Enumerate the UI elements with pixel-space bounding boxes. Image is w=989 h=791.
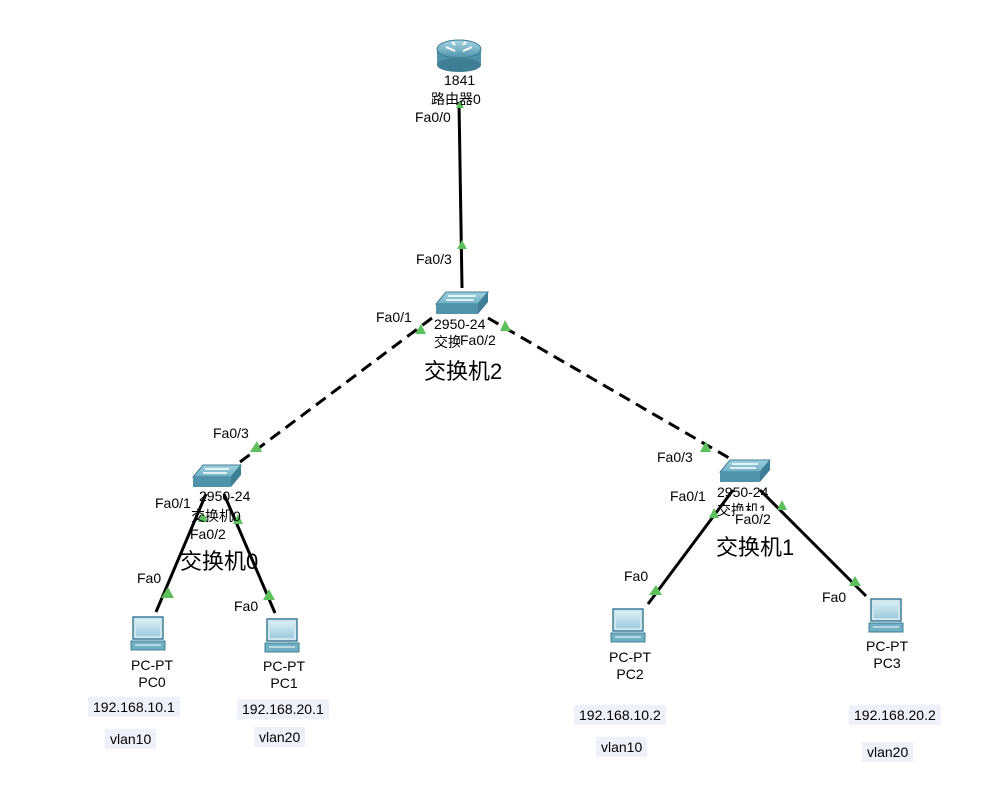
pc2-type-label: PC-PT bbox=[609, 649, 651, 665]
sw2-port2-label: Fa0/2 bbox=[460, 332, 496, 348]
pc0-type-label: PC-PT bbox=[131, 657, 173, 673]
sw0-model-label: 2950-24 bbox=[199, 488, 251, 504]
pc1-ip-note[interactable]: 192.168.20.1 bbox=[237, 699, 329, 719]
link-sw0-pc0[interactable] bbox=[154, 493, 208, 613]
pc3-label: PC-PT PC3 bbox=[857, 638, 917, 672]
pc1-name-label: PC1 bbox=[270, 675, 298, 691]
sw1-uplink-port-label: Fa0/3 bbox=[657, 449, 693, 465]
sw0-name-small-label: 交换机0 bbox=[191, 508, 241, 524]
pc3-name-label: PC3 bbox=[873, 655, 901, 671]
pc3-type-label: PC-PT bbox=[866, 638, 908, 654]
link-status-up-icon bbox=[161, 587, 174, 598]
router-port-label: Fa0/0 bbox=[415, 109, 451, 125]
link-status-up-icon bbox=[849, 576, 861, 586]
link-status-up-icon bbox=[709, 508, 719, 518]
pc3-port-label: Fa0 bbox=[822, 589, 847, 605]
sw0-port1-label: Fa0/1 bbox=[155, 495, 191, 511]
pc-icon[interactable] bbox=[868, 598, 904, 633]
pc1-type-label: PC-PT bbox=[263, 658, 305, 674]
router-model-label: 1841 bbox=[444, 72, 476, 88]
pc0-label: PC-PT PC0 bbox=[122, 657, 182, 691]
sw2-model-label: 2950-24 bbox=[434, 316, 486, 332]
pc1-vlan-note[interactable]: vlan20 bbox=[254, 727, 306, 747]
sw2-uplink-port-label: Fa0/3 bbox=[416, 251, 452, 267]
link-sw1-pc2[interactable] bbox=[646, 489, 735, 605]
pc-icon[interactable] bbox=[264, 618, 300, 653]
switch-icon[interactable] bbox=[434, 291, 490, 314]
router-name-label: 路由器0 bbox=[431, 91, 481, 107]
link-status-up-icon bbox=[250, 441, 262, 452]
pc2-ip-note[interactable]: 192.168.10.2 bbox=[574, 705, 666, 725]
pc0-ip-note[interactable]: 192.168.10.1 bbox=[88, 697, 180, 717]
pc1-port-label: Fa0 bbox=[234, 598, 259, 614]
sw2-port1-label: Fa0/1 bbox=[376, 309, 412, 325]
link-status-up-icon bbox=[198, 512, 208, 522]
link-status-up-icon bbox=[415, 324, 426, 334]
sw0-name-label: 交换机0 bbox=[180, 549, 259, 574]
link-sw0-pc1[interactable] bbox=[222, 493, 277, 614]
link-sw1-pc3[interactable] bbox=[758, 488, 868, 598]
link-status-up-icon bbox=[263, 589, 275, 600]
link-router-sw2[interactable] bbox=[457, 101, 464, 289]
pc1-label: PC-PT PC1 bbox=[254, 658, 314, 692]
pc-icon[interactable] bbox=[610, 608, 646, 643]
link-status-up-icon bbox=[233, 514, 243, 524]
pc0-port-label: Fa0 bbox=[137, 570, 162, 586]
sw1-model-label: 2950-24 bbox=[717, 484, 769, 500]
router-icon[interactable] bbox=[436, 39, 482, 72]
sw0-uplink-port-label: Fa0/3 bbox=[213, 425, 249, 441]
pc3-vlan-note[interactable]: vlan20 bbox=[862, 742, 914, 762]
sw2-name-label: 交换机2 bbox=[424, 359, 503, 384]
sw1-name-label: 交换机1 bbox=[716, 535, 795, 560]
sw0-port2-label: Fa0/2 bbox=[190, 526, 226, 542]
switch-icon[interactable] bbox=[191, 464, 243, 487]
pc2-port-label: Fa0 bbox=[624, 568, 649, 584]
pc0-name-label: PC0 bbox=[138, 674, 166, 690]
switch-icon[interactable] bbox=[718, 459, 772, 482]
pc0-vlan-note[interactable]: vlan10 bbox=[105, 729, 157, 749]
pc2-name-label: PC2 bbox=[616, 666, 644, 682]
link-status-up-icon bbox=[649, 585, 662, 595]
link-status-up-icon bbox=[456, 100, 464, 108]
pc2-label: PC-PT PC2 bbox=[600, 649, 660, 683]
link-status-up-icon bbox=[700, 441, 711, 452]
sw1-port1-label: Fa0/1 bbox=[670, 488, 706, 504]
pc-icon[interactable] bbox=[130, 616, 166, 651]
pc3-ip-note[interactable]: 192.168.20.2 bbox=[849, 705, 941, 725]
pc2-vlan-note[interactable]: vlan10 bbox=[596, 737, 648, 757]
link-sw2-sw1[interactable] bbox=[487, 316, 737, 464]
link-sw2-sw0[interactable] bbox=[239, 316, 433, 464]
link-status-up-icon bbox=[500, 320, 511, 331]
link-status-up-icon bbox=[457, 240, 467, 249]
sw1-port2-label: Fa0/2 bbox=[735, 511, 771, 527]
link-status-up-icon bbox=[777, 500, 787, 510]
